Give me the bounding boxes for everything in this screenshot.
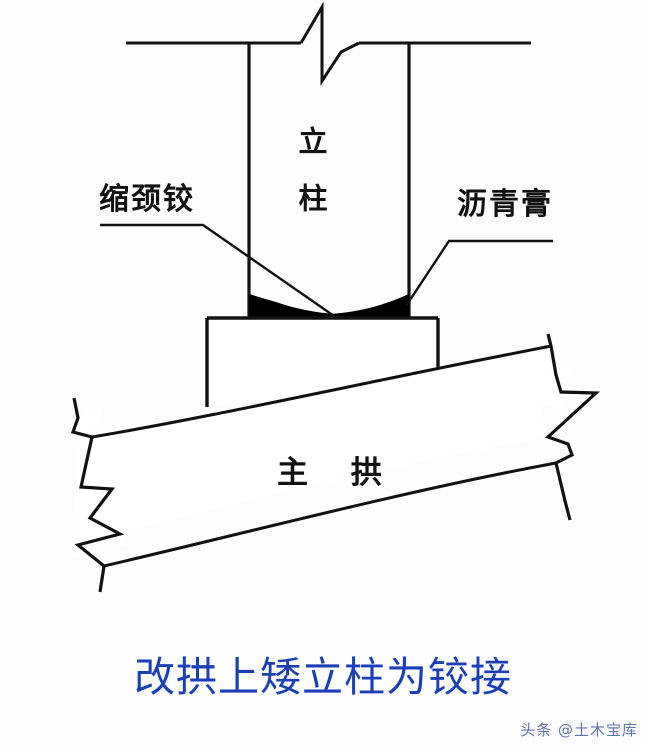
arch-break-right bbox=[544, 333, 600, 521]
break-symbol-top bbox=[299, 1, 360, 87]
label-main-arch: 主 拱 bbox=[277, 455, 398, 491]
label-neck-hinge: 缩颈铰 bbox=[99, 182, 195, 217]
label-column: 立柱 bbox=[294, 126, 328, 240]
arch-body-fill bbox=[72, 336, 572, 566]
arch-top-edge bbox=[90, 344, 553, 439]
diagram-caption: 改拱上矮立柱为铰接 bbox=[134, 653, 512, 701]
main-arch-group bbox=[70, 333, 600, 593]
leader-line-group bbox=[100, 223, 553, 317]
arch-break-left bbox=[70, 397, 125, 593]
asphalt-wedge-group bbox=[249, 294, 409, 319]
watermark: 头条 @土木宝库 bbox=[520, 721, 638, 739]
arch-bottom-edge bbox=[102, 461, 558, 568]
leader-line-asphalt bbox=[404, 239, 553, 307]
asphalt-wedge-right bbox=[330, 294, 409, 319]
leader-line-neck-hinge bbox=[100, 223, 335, 317]
asphalt-wedge-left bbox=[249, 294, 336, 319]
column-group bbox=[126, 1, 531, 318]
label-asphalt-paste: 沥青膏 bbox=[457, 187, 553, 222]
